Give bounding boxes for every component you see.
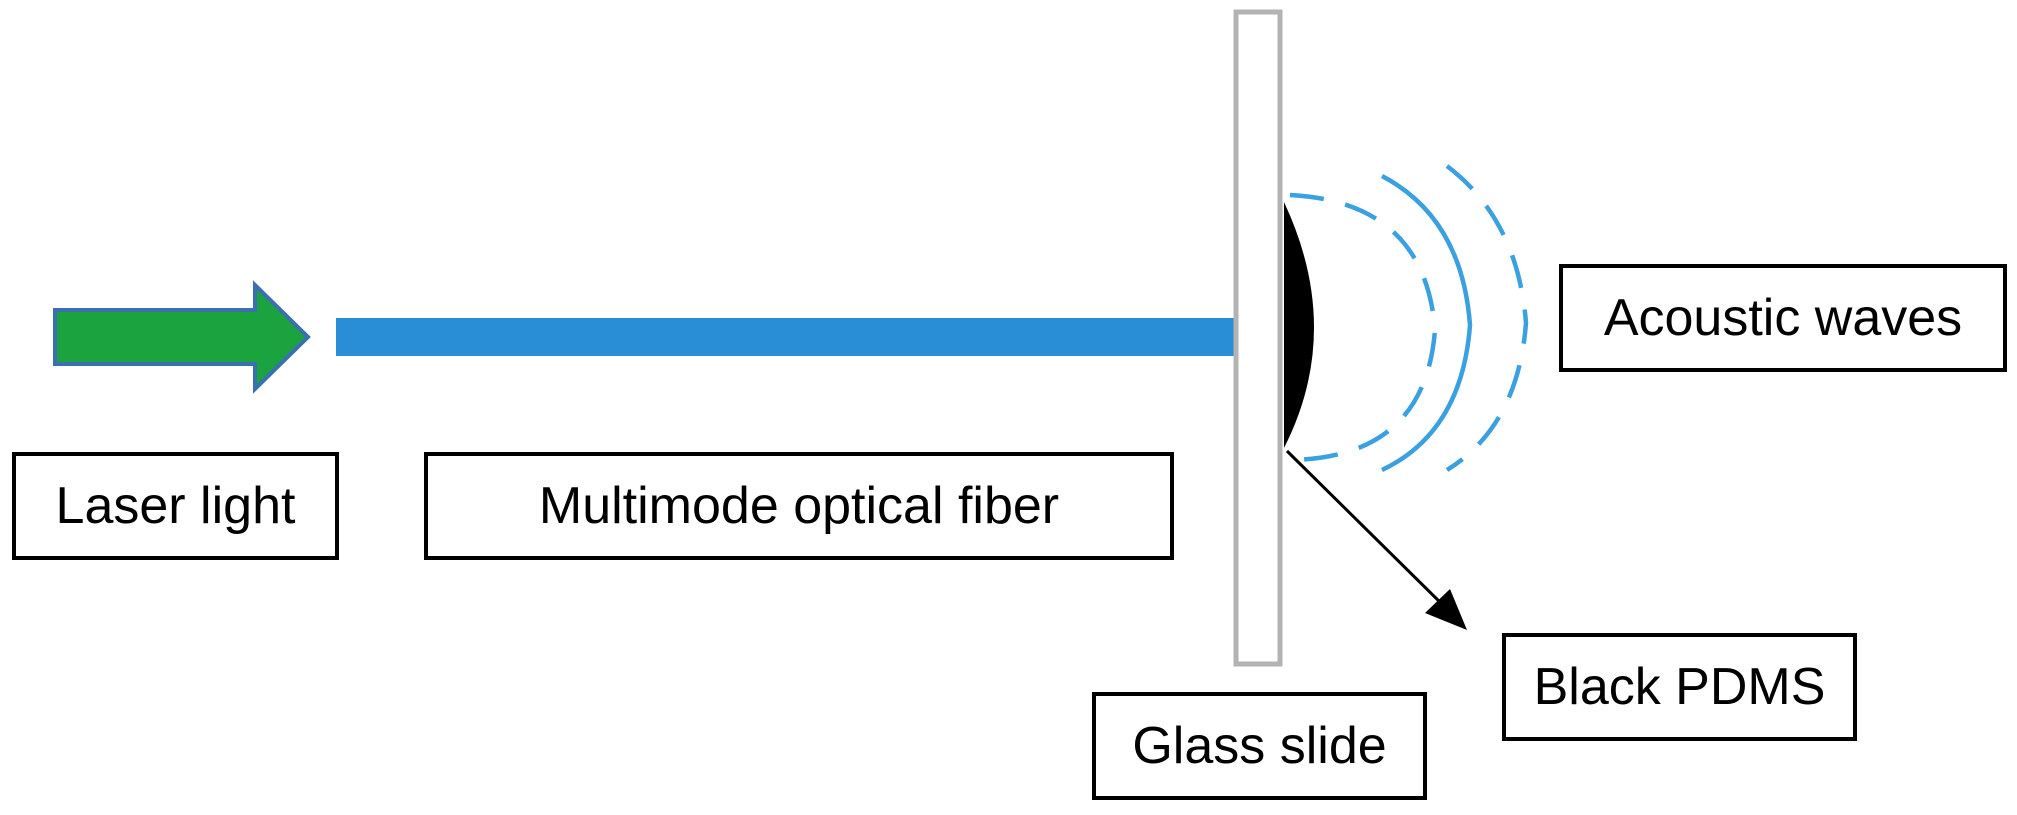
optical-fiber-label: Multimode optical fiber [424,452,1174,560]
acoustic-wave-inner [1289,192,1438,463]
laser-light-label: Laser light [12,452,339,560]
pdms-pointer-line [1285,449,1452,614]
acoustic-wave-outer [1445,164,1529,472]
optical-fiber-text: Multimode optical fiber [538,477,1060,535]
glass-slide-text: Glass slide [1132,717,1387,775]
acoustic-wave-middle [1380,174,1473,473]
laser-arrow [53,280,311,394]
glass-slide [1233,9,1283,667]
laser-light-text: Laser light [55,477,296,535]
acoustic-waves-label: Acoustic waves [1559,264,2007,372]
black-pdms-text: Black PDMS [1533,658,1826,716]
optical-fiber [336,318,1236,356]
black-pdms-label: Black PDMS [1502,633,1857,741]
pdms-pointer-head [1425,589,1467,630]
black-pdms-coating [1284,202,1314,448]
acoustic-waves-text: Acoustic waves [1603,289,1963,347]
glass-slide-label: Glass slide [1092,692,1427,800]
